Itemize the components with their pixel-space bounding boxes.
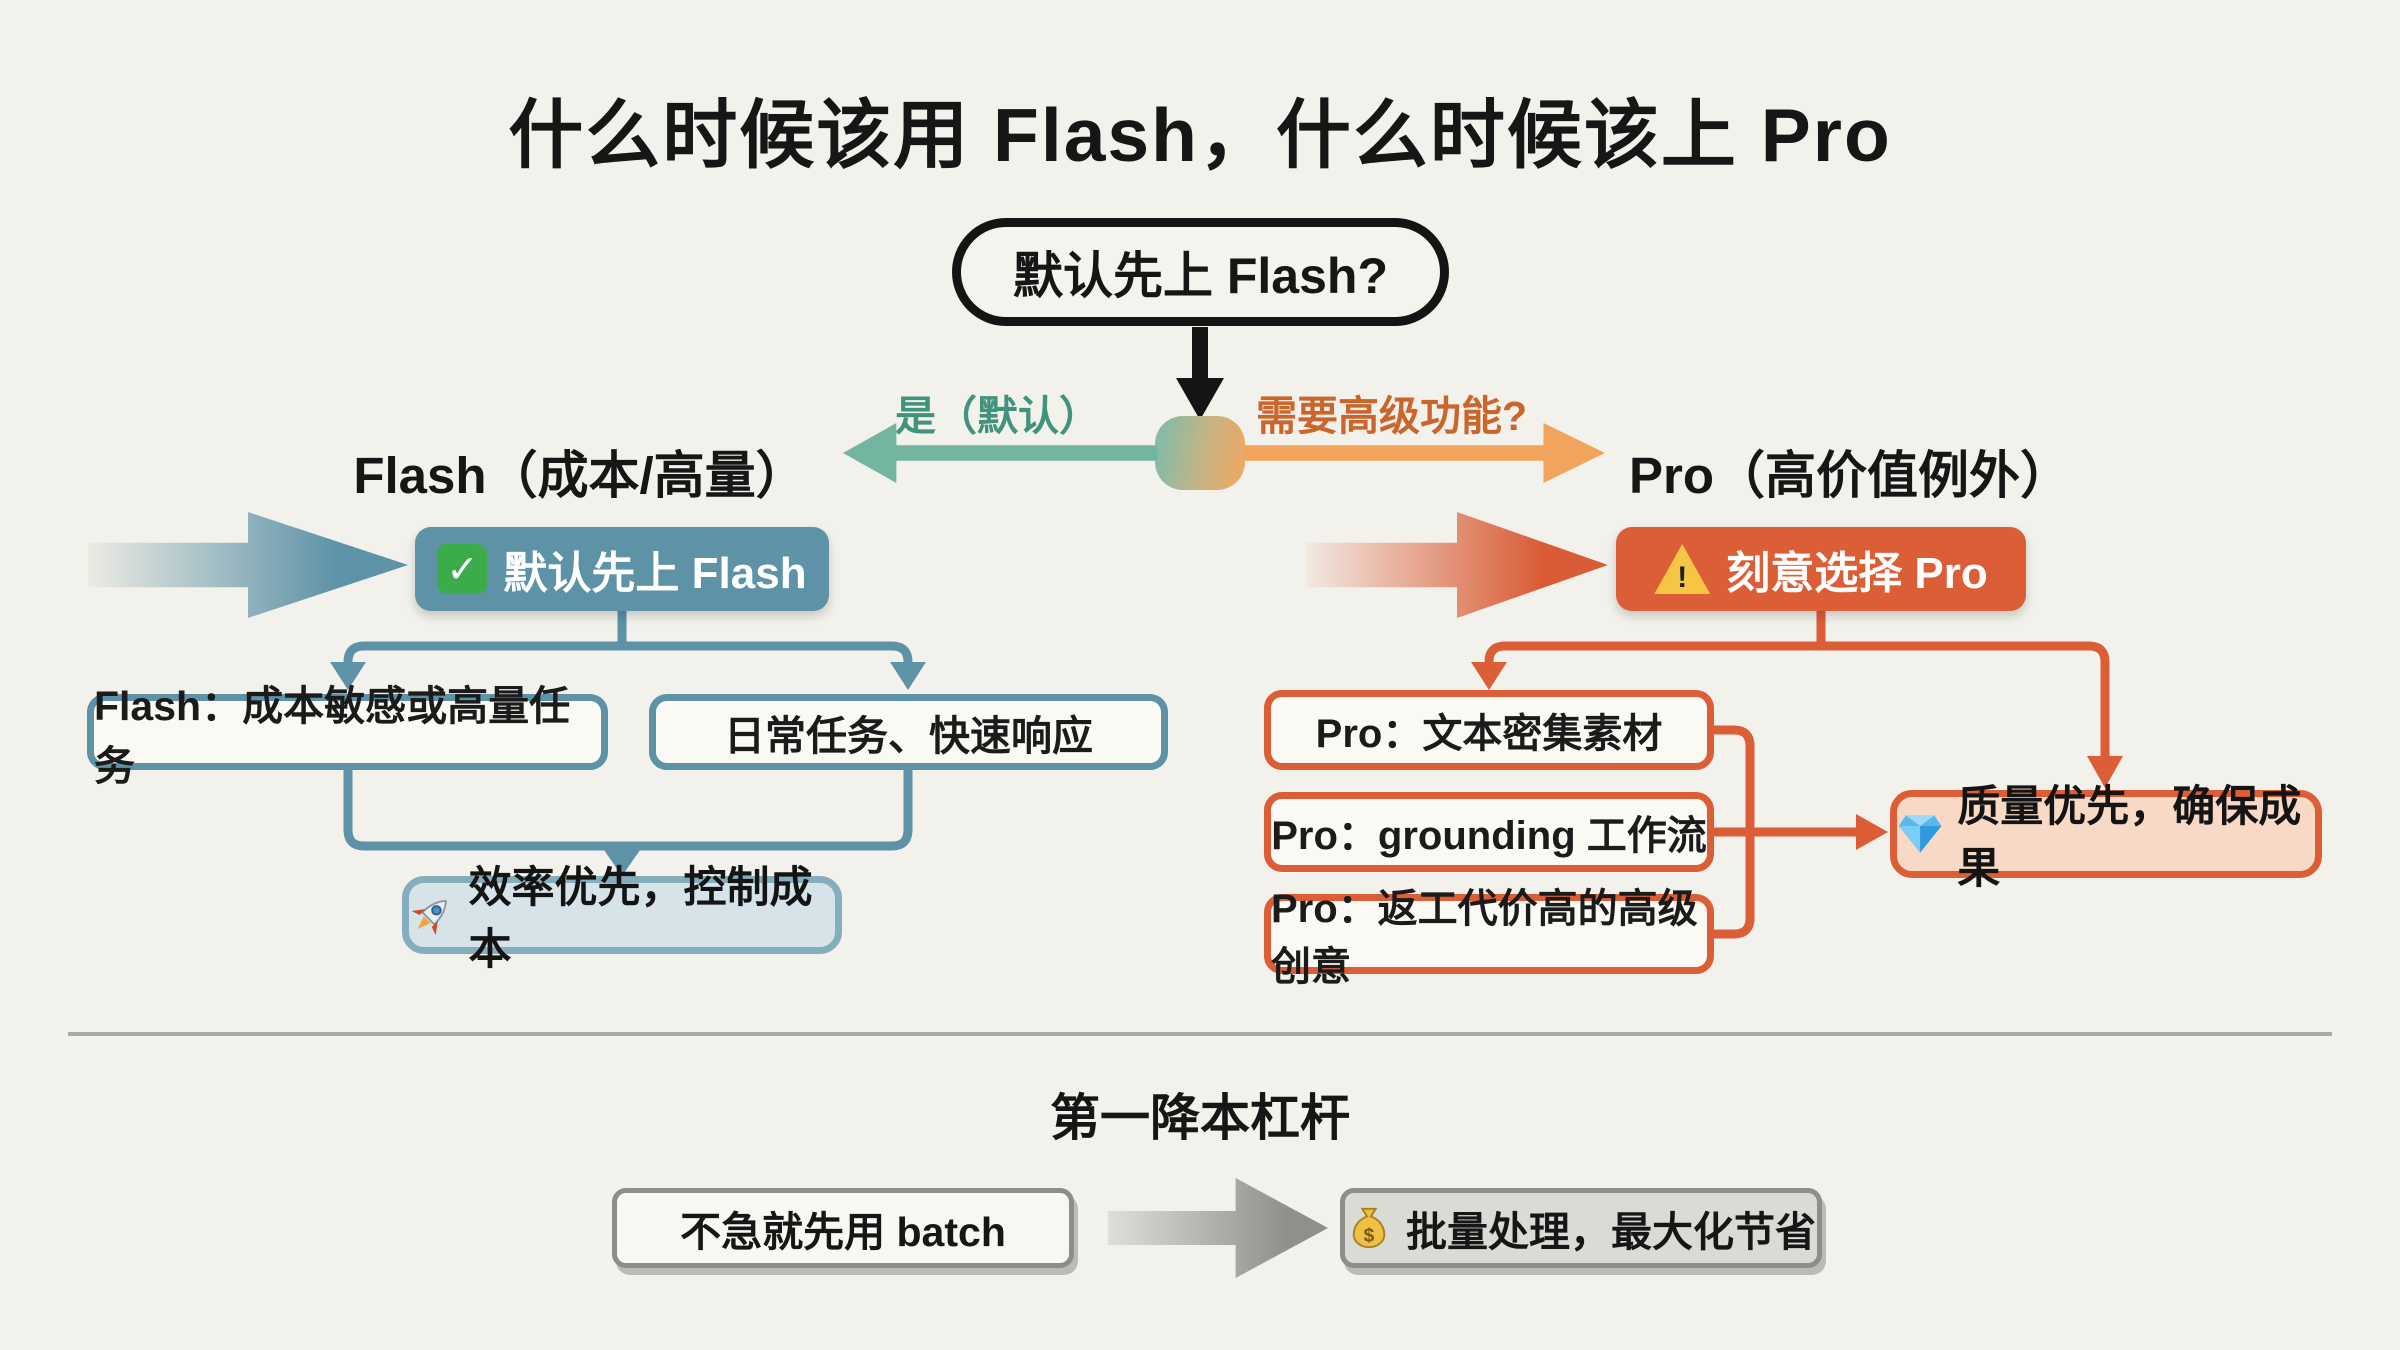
decision-node <box>1155 416 1245 490</box>
section-divider <box>68 1032 2332 1036</box>
page-title: 什么时候该用 Flash，什么时候该上 Pro <box>508 93 1892 177</box>
pro-bracket-connector <box>1709 725 1865 939</box>
batch-heading: 第一降本杠杆 <box>1050 1090 1350 1146</box>
branch-label-yes: 是（默认） <box>895 393 1100 439</box>
pro-main-box: ! 刻意选择 Pro <box>1616 527 2026 611</box>
flash-heading: Flash（成本/高量） <box>353 447 807 504</box>
pro-reason-box-1: Pro：文本密集素材 <box>1264 690 1714 770</box>
pro-heading: Pro（高价值例外） <box>1628 447 2072 504</box>
batch-to-box: $ 批量处理，最大化节省 <box>1340 1188 1822 1268</box>
pro-outcome-box: 质量优先，确保成果 <box>1890 783 2322 893</box>
flash-main-label: 默认先上 Flash <box>503 549 807 598</box>
money-bag-icon: $ <box>1352 1207 1386 1249</box>
svg-text:$: $ <box>1364 1225 1375 1246</box>
flash-outcome-label: 效率优先，控制成本 <box>468 864 813 974</box>
pro-bracket-arrowhead <box>1856 814 1888 850</box>
decision-down-arrow <box>1176 327 1224 420</box>
warning-icon: ! <box>1654 544 1711 594</box>
pro-split-arrowheads <box>1471 662 2123 788</box>
flash-merge-arrowhead <box>604 850 640 876</box>
flash-split-connector <box>343 603 913 673</box>
flash-main-box: ✓ 默认先上 Flash <box>415 527 829 611</box>
pro-main-label: 刻意选择 Pro <box>1726 549 1988 598</box>
batch-from-box: 不急就先用 batch <box>612 1188 1074 1268</box>
flash-reason-box-1: Flash：成本敏感或高量任务 <box>87 683 608 789</box>
pro-split-connector <box>1484 603 2110 763</box>
pro-outcome-label: 质量优先，确保成果 <box>1957 783 2302 893</box>
flash-reason-box-2: 日常任务、快速响应 <box>649 694 1168 770</box>
decision-question-pill: 默认先上 Flash? <box>952 218 1449 326</box>
pro-reason-box-2: Pro：grounding 工作流 <box>1264 792 1714 872</box>
rocket-icon <box>411 899 447 936</box>
branch-label-advanced: 需要高级功能? <box>1256 393 1528 439</box>
check-icon: ✓ <box>437 544 488 594</box>
pro-reason-box-3: Pro：返工代价高的高级创意 <box>1264 887 1714 989</box>
batch-to-label: 批量处理，最大化节省 <box>1406 1209 1816 1255</box>
flash-outcome-box: 效率优先，控制成本 <box>402 864 842 974</box>
gem-icon <box>1898 815 1942 853</box>
flash-split-arrowheads <box>330 662 926 690</box>
